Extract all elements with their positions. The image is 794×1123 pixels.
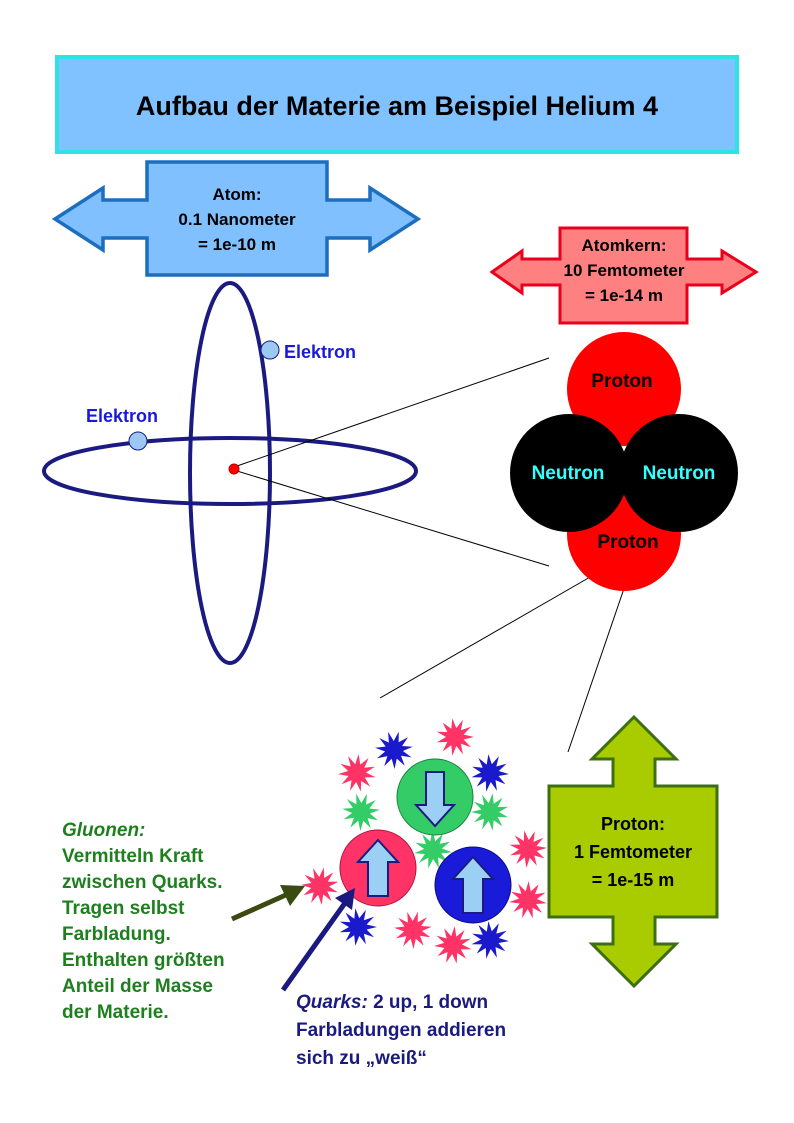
proton-top-label: Proton bbox=[591, 371, 652, 392]
quark-counts: 2 up, 1 down bbox=[368, 992, 488, 1013]
gluon-star-icon bbox=[339, 908, 377, 946]
gluon-star-icon bbox=[414, 831, 452, 869]
gluon-description-line: Anteil der Masse bbox=[62, 976, 213, 997]
proton-top bbox=[567, 332, 681, 446]
quark-line-3: sich zu „weiß“ bbox=[296, 1048, 427, 1069]
neutron-right-label: Neutron bbox=[643, 463, 716, 484]
gluon-star-icon bbox=[509, 830, 547, 868]
gluon-star-icon bbox=[301, 867, 339, 905]
gluon-star-icon bbox=[342, 793, 380, 831]
page-title: Aufbau der Materie am Beispiel Helium 4 bbox=[136, 91, 658, 121]
gluon-cloud bbox=[301, 718, 547, 964]
quark-up-arrow-icon bbox=[355, 838, 401, 897]
quark-down-arrow-icon bbox=[413, 771, 457, 828]
gluon-description-line: Vermitteln Kraft bbox=[62, 846, 204, 867]
proton-size-line-2: 1 Femtometer bbox=[574, 842, 692, 862]
gluon-description-line: zwischen Quarks. bbox=[62, 872, 223, 893]
electron-top bbox=[260, 340, 280, 360]
gluon-pointer-arrowhead bbox=[280, 885, 305, 906]
orbit-horizontal bbox=[42, 436, 418, 506]
quark-red-up bbox=[339, 829, 417, 907]
quark-line-1: Quarks: 2 up, 1 down bbox=[296, 992, 488, 1013]
gluon-description: Vermitteln Kraft zwischen Quarks. Tragen s… bbox=[62, 846, 225, 1023]
quark-pointer-arrowhead bbox=[335, 888, 355, 910]
electron-label-left: Elektron bbox=[86, 406, 158, 426]
quark-green-down bbox=[396, 758, 474, 836]
nucleus-size-arrow bbox=[489, 226, 759, 325]
proton-size-line-1: Proton: bbox=[601, 814, 665, 834]
gluon-star-icon bbox=[338, 754, 376, 792]
gluon-star-icon bbox=[471, 921, 509, 959]
electron-label-top: Elektron bbox=[284, 342, 356, 362]
gluon-heading: Gluonen: bbox=[62, 820, 145, 841]
quark-heading: Quarks: bbox=[296, 992, 368, 1013]
gluon-description-line: Enthalten größten bbox=[62, 950, 225, 971]
orbit-vertical bbox=[188, 281, 272, 665]
nucleus-label-line-3: = 1e-14 m bbox=[585, 286, 663, 305]
gluon-pointer-arrow bbox=[230, 891, 290, 922]
nucleus-label-line-1: Atomkern: bbox=[581, 236, 666, 255]
electron-left bbox=[128, 431, 148, 451]
zoom-line-nucleus-top bbox=[236, 357, 550, 467]
proton-size-arrow bbox=[547, 714, 719, 989]
atom-label-line-3: = 1e-10 m bbox=[198, 235, 276, 254]
gluon-description-line: Tragen selbst bbox=[62, 898, 185, 919]
gluon-description-line: der Materie. bbox=[62, 1002, 169, 1023]
quark-up-arrow-icon bbox=[450, 855, 496, 914]
proton-bottom-label: Proton bbox=[597, 532, 658, 553]
gluon-star-icon bbox=[509, 881, 547, 919]
nucleus-dot bbox=[228, 463, 240, 475]
gluon-star-icon bbox=[434, 926, 472, 964]
gluon-star-icon bbox=[394, 911, 432, 949]
zoom-line-proton-left bbox=[379, 568, 605, 699]
nucleus-label-line-2: 10 Femtometer bbox=[564, 261, 685, 280]
zoom-line-nucleus-bottom bbox=[236, 470, 550, 567]
zoom-line-proton-right bbox=[567, 573, 630, 753]
neutron-left-label: Neutron bbox=[532, 463, 605, 484]
atom-size-arrow bbox=[51, 160, 422, 277]
neutron-right bbox=[620, 414, 738, 532]
gluon-star-icon bbox=[436, 718, 474, 756]
gluon-star-icon bbox=[471, 754, 509, 792]
gluon-star-icon bbox=[471, 793, 509, 831]
gluon-star-icon bbox=[375, 731, 413, 769]
proton-size-line-3: = 1e-15 m bbox=[592, 870, 675, 890]
atom-label-line-2: 0.1 Nanometer bbox=[178, 210, 296, 229]
title-box bbox=[55, 55, 739, 154]
gluon-description-line: Farbladung. bbox=[62, 924, 171, 945]
quark-blue-up bbox=[434, 846, 512, 924]
atom-label-line-1: Atom: bbox=[212, 185, 261, 204]
quark-pointer-arrow bbox=[280, 901, 348, 992]
quark-line-2: Farbladungen addieren bbox=[296, 1020, 506, 1041]
neutron-left bbox=[510, 414, 628, 532]
